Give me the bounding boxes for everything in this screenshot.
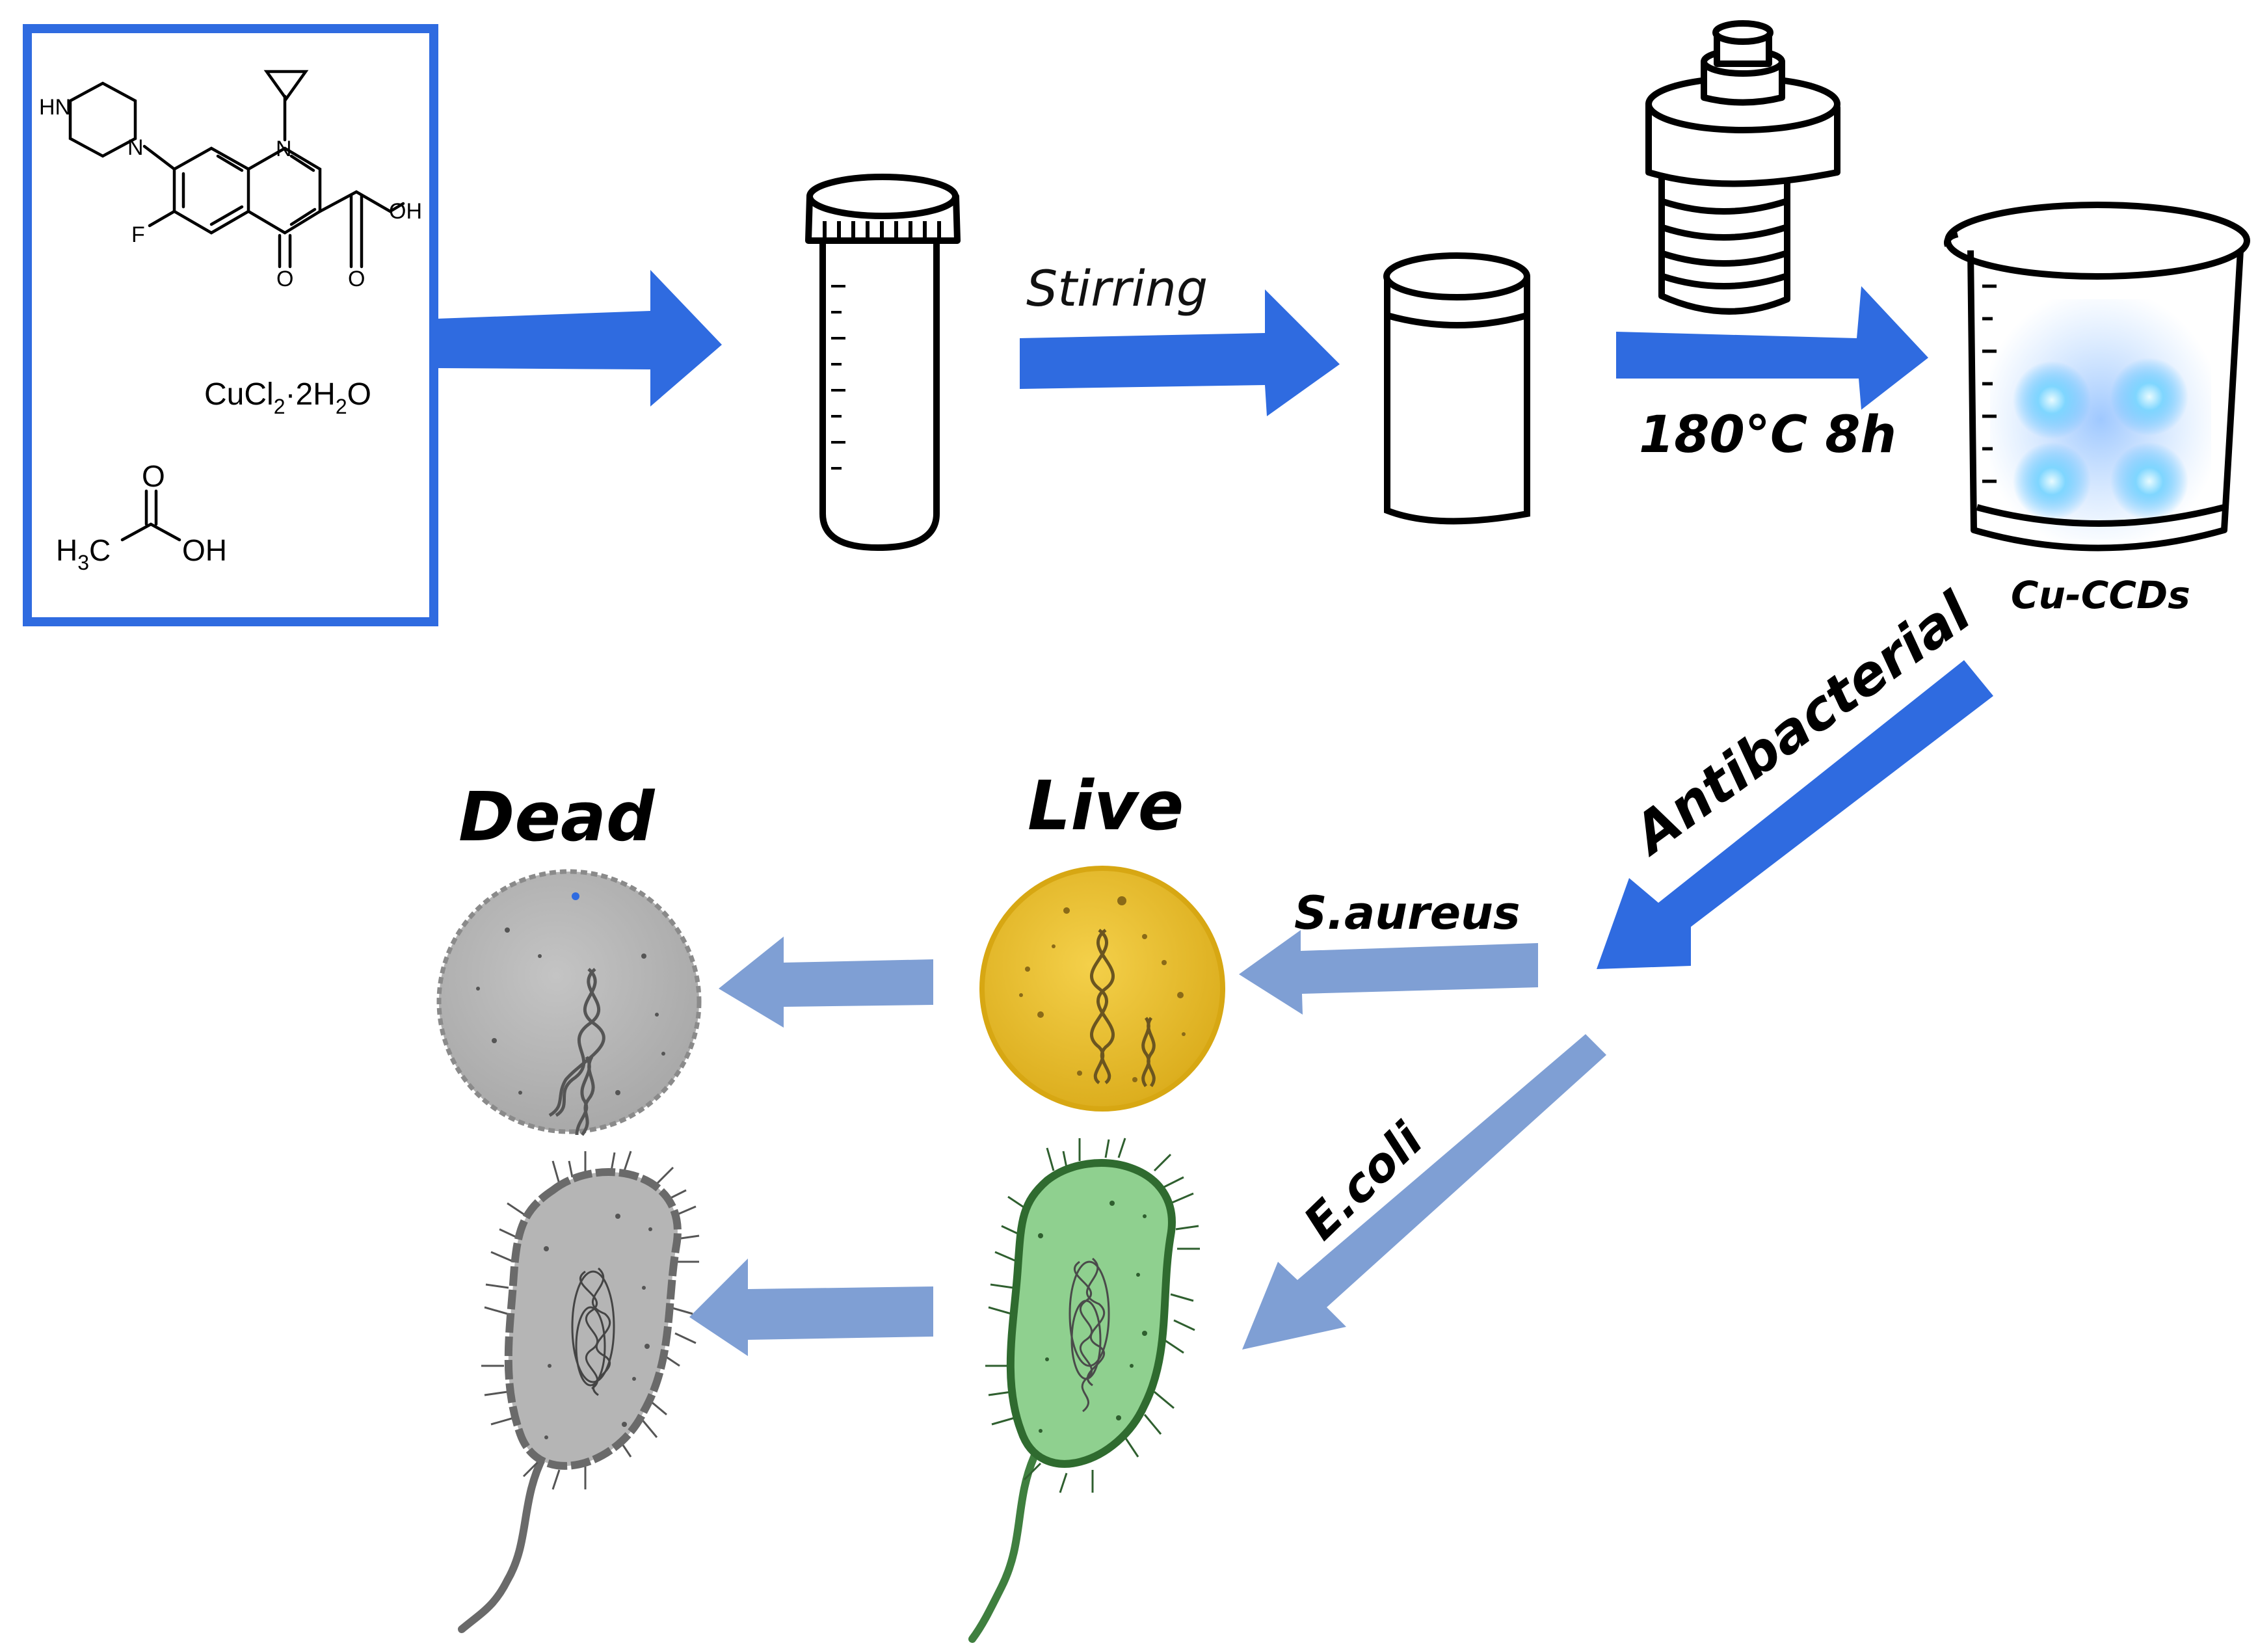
autoclave-icon (1645, 20, 1840, 315)
label-n-quinolone: N (276, 137, 292, 161)
arrow-stirring (1020, 289, 1340, 416)
acetic-methyl-sub: 3 (77, 551, 89, 574)
acetic-methyl: H3C (56, 533, 111, 574)
acetic-hydroxyl: OH (182, 533, 227, 567)
drug-labels: HN N N F O O OH (39, 95, 422, 291)
copper-salt-sub2: 2 (336, 395, 347, 418)
label-fluorine: F (131, 222, 145, 247)
label-live: Live (1028, 766, 1184, 846)
reagents-box: HN N N F O O OH CuCl2·2H2O O H3C OH (23, 24, 438, 626)
arrow-to-e-coli (1242, 1034, 1606, 1350)
label-hydroxyl: OH (389, 199, 422, 224)
copper-salt-sub1: 2 (274, 395, 286, 418)
label-nh: HN (39, 95, 71, 120)
arrow-s-aureus-live-to-dead (719, 937, 933, 1028)
reagents-box-border (23, 24, 438, 626)
arrow-antibacterial (1597, 660, 1993, 969)
arrow-to-s-aureus (1239, 930, 1538, 1015)
label-stirring: Stirring (1026, 260, 1208, 317)
e-coli-dead-icon (458, 1151, 700, 1633)
copper-salt-end: O (347, 377, 371, 412)
s-aureus-dead-icon (436, 869, 702, 1136)
label-dead: Dead (458, 777, 656, 857)
arrow-e-coli-live-to-dead (689, 1259, 933, 1356)
acetic-carbonyl-o: O (142, 459, 165, 493)
label-ketone-oxygen: O (276, 267, 293, 291)
copper-salt-formula: CuCl2·2H2O (204, 377, 371, 418)
arrow-heating (1616, 286, 1928, 410)
copper-salt-mid: ·2H (285, 377, 335, 412)
label-n-piperazine: N (127, 135, 144, 160)
label-cu-ccds: Cu-CCDs (2011, 573, 2190, 617)
arrow-reagents-to-tube (437, 270, 722, 406)
centrifuge-tube-icon (805, 174, 961, 551)
drug-structure (68, 70, 405, 269)
label-conditions: 180°C 8h (1639, 406, 1896, 464)
copper-salt-main: CuCl (204, 377, 274, 412)
label-acid-oxygen: O (348, 267, 365, 291)
acetic-acid-structure (120, 489, 181, 542)
e-coli-live-icon (968, 1138, 1200, 1643)
acetic-methyl-h: H (56, 533, 77, 567)
acetic-methyl-c: C (89, 533, 111, 567)
s-aureus-live-icon (979, 866, 1225, 1112)
label-s-aureus: S.aureus (1294, 886, 1521, 940)
beaker-icon (1944, 202, 2250, 552)
reaction-vial-icon (1383, 252, 1530, 525)
